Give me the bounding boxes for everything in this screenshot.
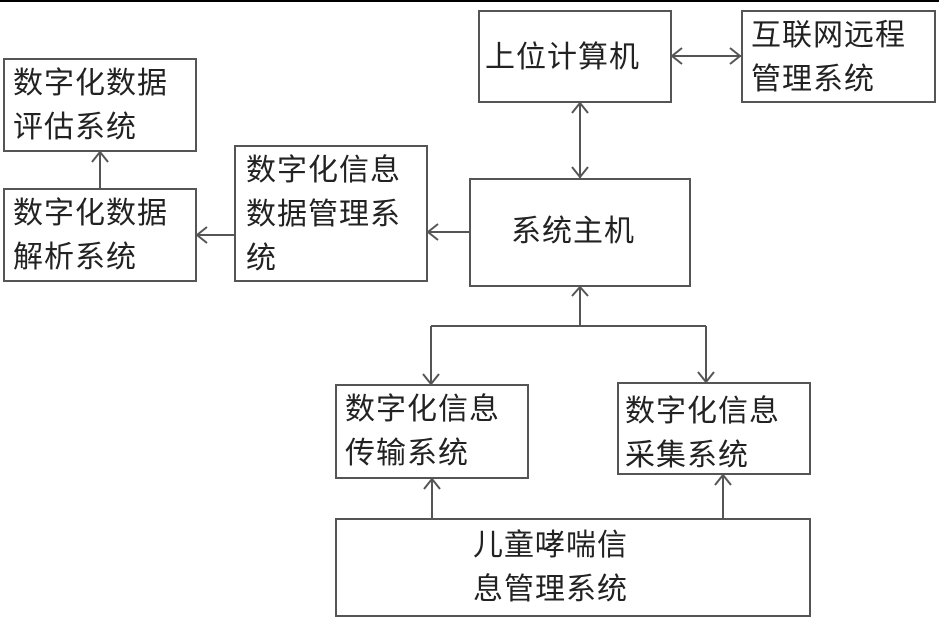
arrowhead-up: [423, 477, 441, 490]
node-label: 数字化数据 解析系统: [13, 196, 168, 275]
arrowhead-up: [571, 101, 589, 114]
node-label: 互联网远程 管理系统: [751, 18, 906, 97]
node-label: 系统主机: [511, 214, 635, 249]
node-system-host: 系统主机: [469, 178, 691, 287]
arrowhead-right: [729, 47, 742, 65]
node-info-transmit: 数字化信息 传输系统: [335, 384, 529, 479]
node-upper-computer: 上位计算机: [478, 10, 672, 103]
arrowhead-left: [670, 47, 683, 65]
arrowhead-down: [571, 166, 589, 179]
node-info-data-mgmt: 数字化信息 数据管理系 统: [234, 145, 428, 282]
node-internet-remote: 互联网远程 管理系统: [741, 10, 936, 103]
node-label: 数字化信息 传输系统: [345, 392, 500, 471]
arrowhead-up: [714, 473, 732, 486]
node-label: 数字化信息 采集系统: [625, 394, 780, 473]
node-label: 儿童哮喘信 息管理系统: [473, 528, 628, 607]
arrowhead-left: [426, 223, 439, 241]
node-data-eval: 数字化数据 评估系统: [3, 58, 197, 152]
node-label: 数字化信息 数据管理系 统: [246, 153, 401, 276]
node-info-collect: 数字化信息 采集系统: [617, 382, 811, 475]
arrowhead-up: [91, 150, 109, 163]
node-asthma-mgmt: 儿童哮喘信 息管理系统: [335, 518, 811, 617]
node-data-parse: 数字化数据 解析系统: [3, 188, 197, 282]
node-label: 数字化数据 评估系统: [13, 66, 168, 145]
arrowhead-left: [195, 226, 208, 244]
top-border-line: [0, 0, 939, 2]
arrowhead-up: [571, 285, 589, 297]
node-label: 上位计算机: [485, 40, 640, 75]
